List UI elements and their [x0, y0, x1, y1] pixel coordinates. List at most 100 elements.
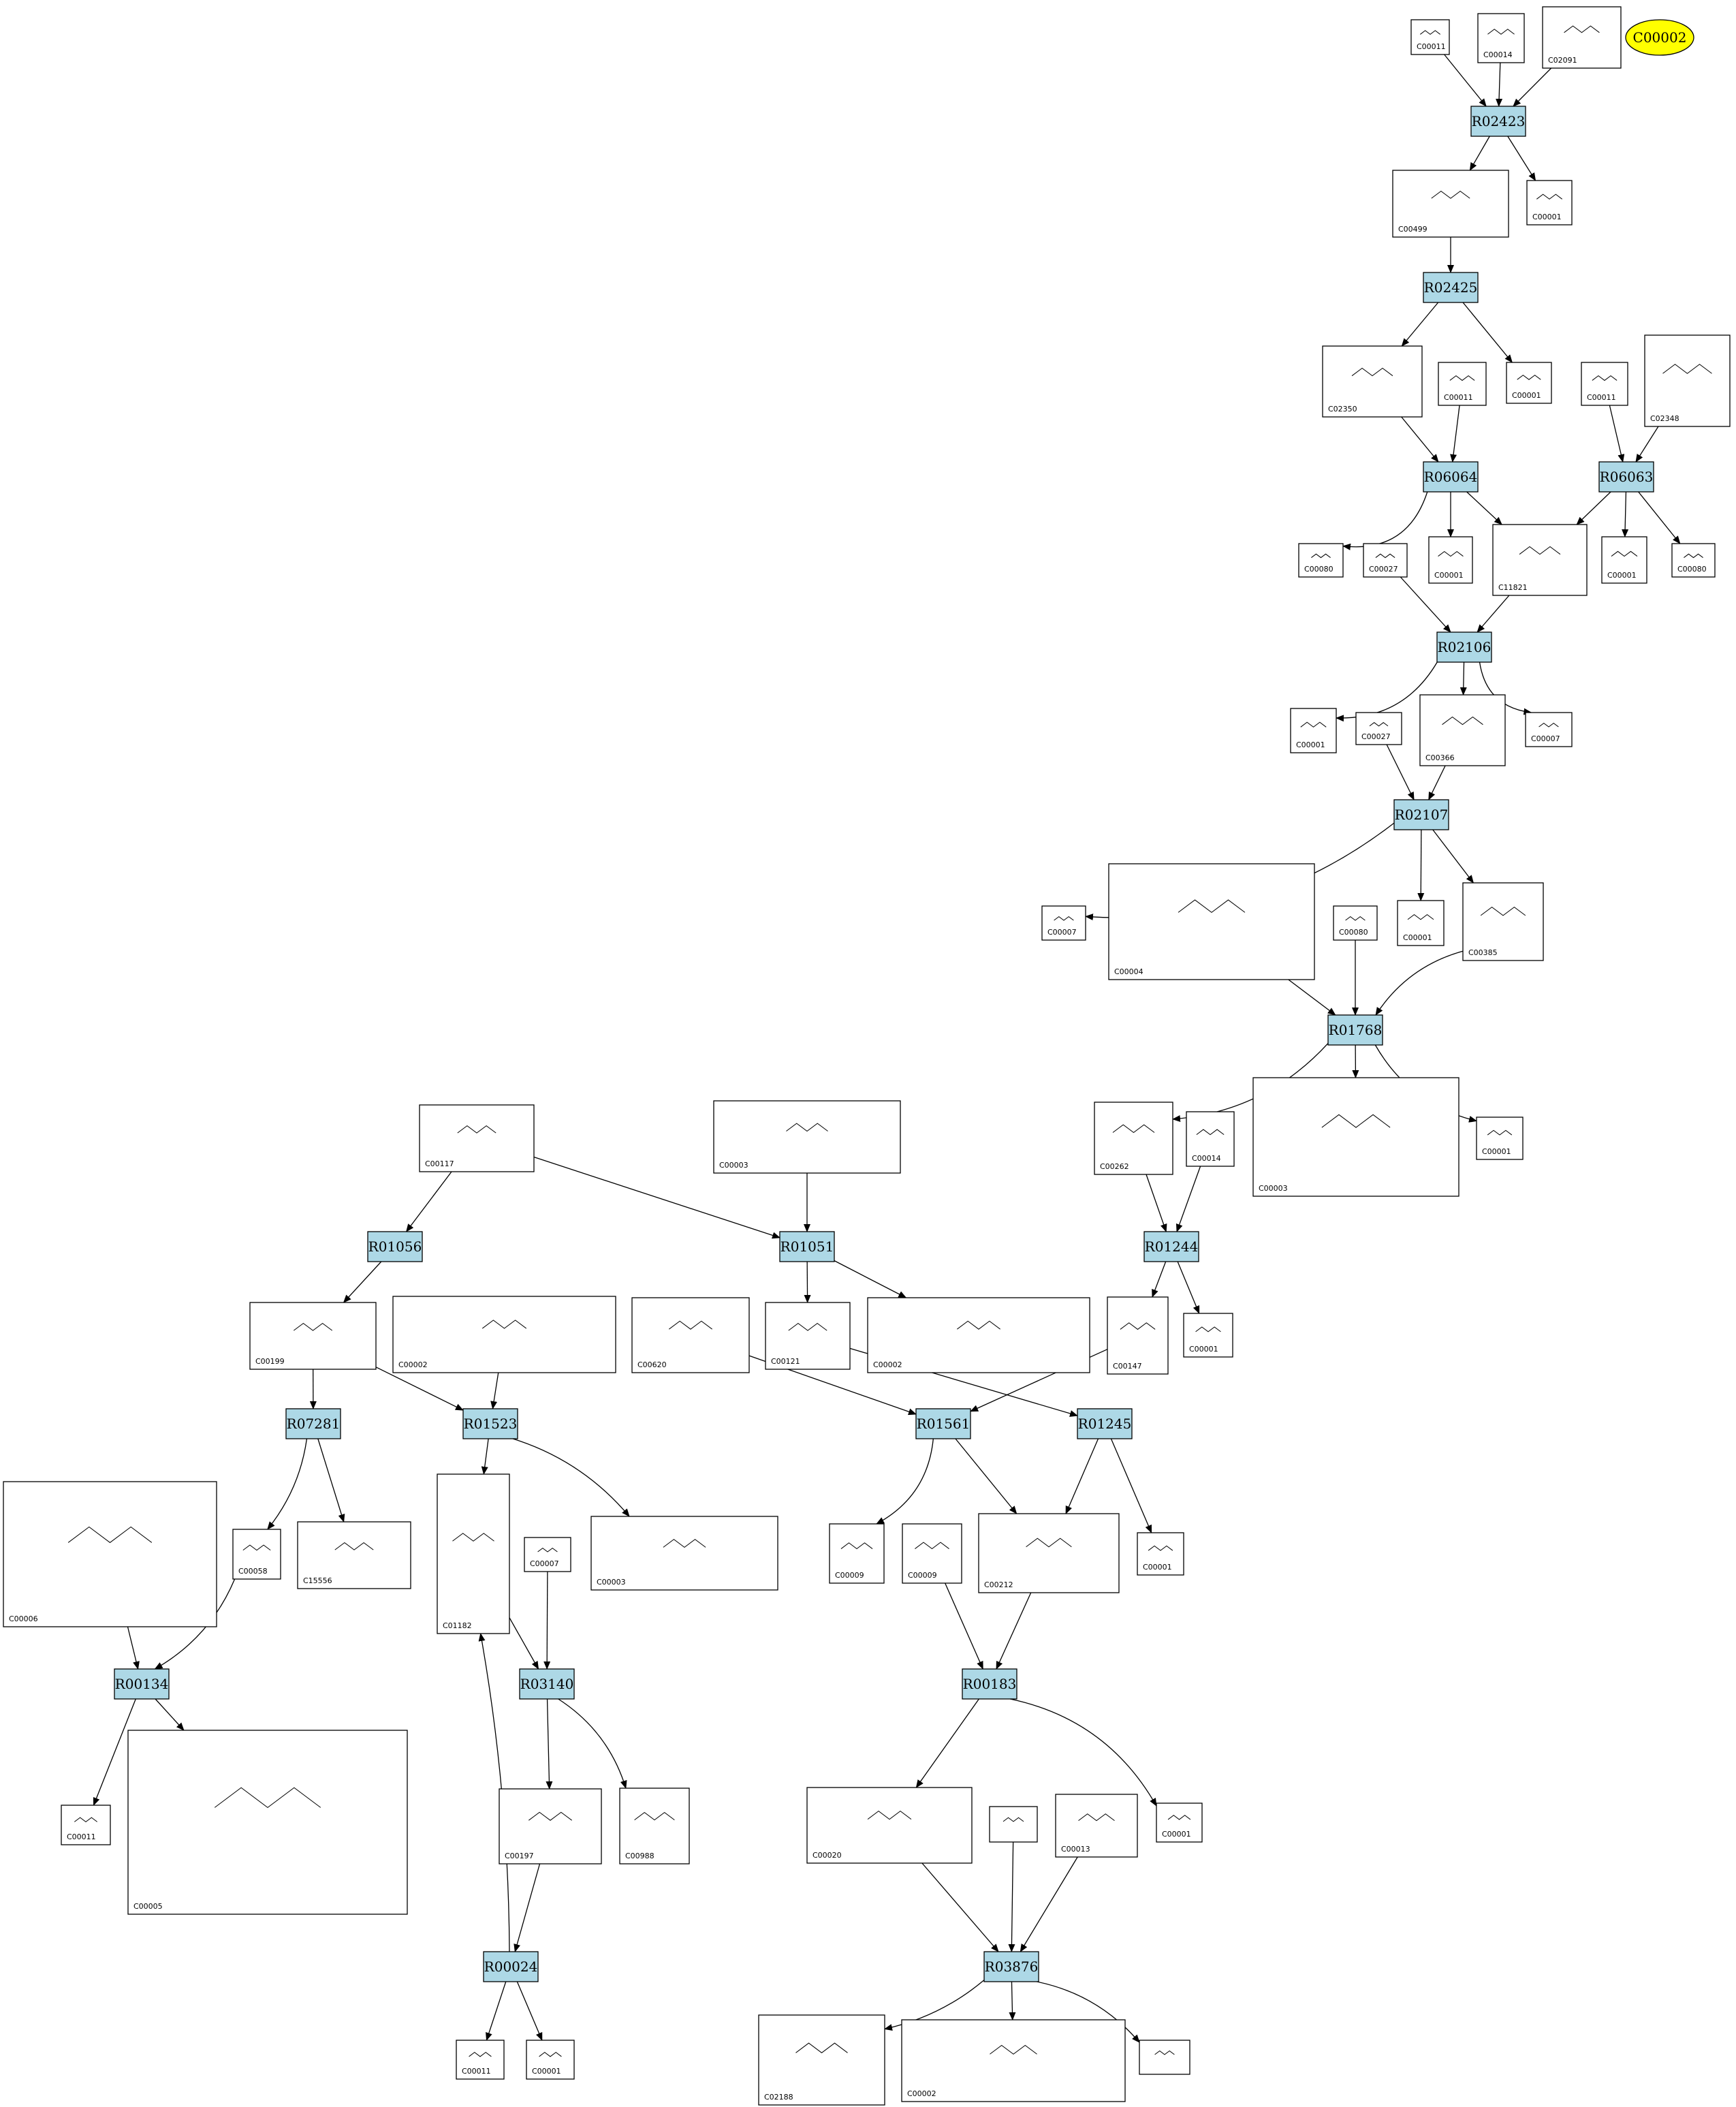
- structure-icon: [1564, 25, 1600, 33]
- compound-node[interactable]: C02350: [1322, 345, 1423, 418]
- compound-node[interactable]: C00212: [978, 1513, 1120, 1593]
- reaction-node-r01768[interactable]: R01768: [1327, 1014, 1383, 1046]
- compound-node[interactable]: C00002: [392, 1296, 616, 1373]
- reaction-node-r06063[interactable]: R06063: [1598, 461, 1654, 493]
- compound-node[interactable]: C00197: [499, 1788, 602, 1864]
- compound-node[interactable]: C00001: [526, 2040, 575, 2080]
- reaction-node-r01051[interactable]: R01051: [779, 1231, 835, 1262]
- edge-c39-R00134: [127, 1626, 140, 1670]
- compound-node[interactable]: C00011: [1438, 362, 1487, 406]
- compound-node[interactable]: C02348: [1644, 334, 1731, 427]
- compound-node[interactable]: C00002: [901, 2019, 1126, 2102]
- compound-node[interactable]: C00001: [1526, 180, 1573, 225]
- compound-node[interactable]: [989, 1806, 1038, 1843]
- compound-node[interactable]: C00001: [1156, 1802, 1203, 1843]
- compound-node[interactable]: C00011: [61, 1805, 111, 1845]
- compound-node[interactable]: C00001: [1137, 1532, 1184, 1576]
- edge-R06063-c14: [1576, 491, 1611, 525]
- compound-node[interactable]: C00011: [456, 2040, 505, 2080]
- compound-node[interactable]: C00001: [1506, 362, 1552, 404]
- compound-node[interactable]: C00003: [1252, 1077, 1459, 1197]
- structure-icon: [1369, 722, 1389, 727]
- compound-node[interactable]: C00005: [127, 1730, 408, 1915]
- reaction-node-r00134[interactable]: R00134: [114, 1668, 170, 1700]
- compound-node[interactable]: C11821: [1492, 524, 1588, 596]
- reaction-node-r02107[interactable]: R02107: [1393, 799, 1449, 830]
- reaction-label: R01244: [1145, 1238, 1199, 1255]
- compound-node[interactable]: C00366: [1419, 694, 1506, 766]
- compound-box: [1601, 536, 1647, 584]
- compound-node[interactable]: C00013: [1055, 1794, 1138, 1858]
- compound-node[interactable]: C00007: [524, 1537, 571, 1572]
- edge-c40-R00134: [154, 1578, 236, 1670]
- compound-node[interactable]: C00058: [232, 1529, 281, 1580]
- compound-node[interactable]: C00147: [1107, 1296, 1169, 1375]
- compound-box: [1428, 536, 1473, 584]
- reaction-node-r01244[interactable]: R01244: [1143, 1231, 1199, 1262]
- compound-node[interactable]: C00020: [806, 1787, 973, 1864]
- compound-node[interactable]: C00199: [249, 1302, 377, 1370]
- compound-node[interactable]: C00121: [765, 1302, 851, 1370]
- compound-node[interactable]: C00014: [1186, 1111, 1235, 1167]
- reaction-label: R01523: [464, 1416, 518, 1432]
- compound-node[interactable]: C01182: [437, 1473, 510, 1634]
- compound-node[interactable]: C00001: [1183, 1313, 1233, 1358]
- reaction-node-r01523[interactable]: R01523: [462, 1408, 518, 1439]
- compound-box: [1671, 543, 1716, 578]
- compound-node[interactable]: C02091: [1542, 6, 1622, 69]
- compound-node[interactable]: C00027: [1363, 543, 1408, 578]
- target-compound-node[interactable]: C00002: [1625, 19, 1694, 56]
- compound-node[interactable]: C00006: [3, 1481, 217, 1627]
- compound-node[interactable]: C00001: [1476, 1117, 1524, 1160]
- reaction-box: [1077, 1408, 1133, 1439]
- compound-node[interactable]: [1139, 2040, 1190, 2075]
- reaction-node-r02106[interactable]: R02106: [1436, 631, 1492, 663]
- compound-node[interactable]: C00988: [619, 1788, 690, 1864]
- compound-node[interactable]: C00080: [1298, 543, 1344, 578]
- compound-node[interactable]: C00009: [902, 1523, 962, 1584]
- reaction-node-r01561[interactable]: R01561: [915, 1408, 971, 1439]
- reaction-node-r03876[interactable]: R03876: [983, 1951, 1039, 1982]
- reaction-node-r02423[interactable]: R02423: [1470, 106, 1526, 137]
- reaction-node-r03140[interactable]: R03140: [519, 1668, 575, 1700]
- reaction-node-r07281[interactable]: R07281: [285, 1408, 341, 1439]
- compound-node[interactable]: C00499: [1392, 170, 1509, 238]
- reaction-node-r02425[interactable]: R02425: [1423, 272, 1479, 303]
- reaction-label: R07281: [287, 1416, 341, 1432]
- compound-node[interactable]: C00080: [1333, 905, 1378, 941]
- compound-node[interactable]: C00003: [590, 1516, 778, 1591]
- compound-node[interactable]: C00385: [1462, 882, 1544, 961]
- compound-node[interactable]: C00027: [1355, 712, 1402, 745]
- compound-node[interactable]: C15556: [297, 1521, 411, 1589]
- compound-label: C00001: [1482, 1147, 1511, 1156]
- compound-node[interactable]: C00262: [1094, 1102, 1173, 1175]
- compound-node[interactable]: C00117: [419, 1104, 535, 1172]
- compound-label: C00007: [530, 1559, 559, 1568]
- compound-node[interactable]: C00007: [1041, 905, 1086, 941]
- compound-node[interactable]: C00011: [1410, 19, 1450, 55]
- reaction-node-r06064[interactable]: R06064: [1423, 461, 1479, 493]
- reaction-node-r01056[interactable]: R01056: [367, 1231, 423, 1262]
- compound-node[interactable]: C00001: [1601, 536, 1647, 584]
- reaction-node-r01245[interactable]: R01245: [1077, 1408, 1133, 1439]
- reaction-node-r00024[interactable]: R00024: [483, 1951, 539, 1982]
- compound-node[interactable]: C00620: [631, 1297, 750, 1373]
- compound-node[interactable]: C00002: [867, 1297, 1090, 1373]
- compound-node[interactable]: C00001: [1397, 900, 1445, 946]
- compound-node[interactable]: C00003: [713, 1100, 901, 1174]
- compound-label: C00001: [1296, 740, 1325, 749]
- structure-icon: [293, 1322, 333, 1331]
- compound-node[interactable]: C00001: [1428, 536, 1473, 584]
- compound-node[interactable]: C00007: [1525, 712, 1573, 747]
- compound-node[interactable]: C00009: [829, 1523, 885, 1584]
- compound-box: [1363, 543, 1408, 578]
- compound-node[interactable]: C02188: [758, 2014, 885, 2106]
- compound-box: [1477, 13, 1525, 63]
- structure-icon: [634, 1811, 675, 1821]
- compound-node[interactable]: C00080: [1671, 543, 1716, 578]
- compound-node[interactable]: C00004: [1108, 863, 1315, 980]
- compound-node[interactable]: C00014: [1477, 13, 1525, 63]
- compound-node[interactable]: C00011: [1581, 362, 1628, 406]
- reaction-node-r00183[interactable]: R00183: [962, 1668, 1017, 1700]
- compound-node[interactable]: C00001: [1290, 708, 1337, 753]
